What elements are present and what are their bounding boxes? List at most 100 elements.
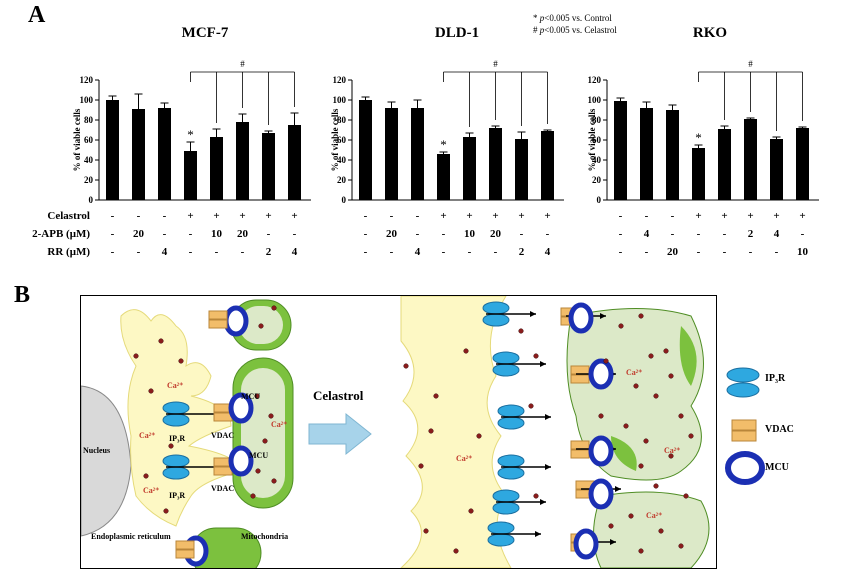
legend-ip3r-icon-2 xyxy=(726,382,760,398)
calcium-dot xyxy=(653,483,659,489)
er-shape-right xyxy=(400,296,512,568)
condition-value: + xyxy=(799,210,806,222)
calcium-dot xyxy=(663,348,669,354)
vdac-channel xyxy=(213,412,233,422)
calcium-dot xyxy=(476,433,482,439)
condition-value: - xyxy=(162,228,167,240)
ip3r-channel xyxy=(162,454,190,468)
ip3r-channel xyxy=(497,416,525,430)
condition-value: 10 xyxy=(797,246,808,258)
legend-mcu-icon xyxy=(725,451,765,485)
calcium-dot xyxy=(638,548,644,554)
condition-value: - xyxy=(363,246,368,258)
y-tick-label: 0 xyxy=(342,195,347,205)
bracket-significance-marker: # xyxy=(240,59,245,69)
condition-value: - xyxy=(774,246,779,258)
condition-value: + xyxy=(695,210,702,222)
calcium-dot xyxy=(453,548,459,554)
calcium-dot xyxy=(688,433,694,439)
ca-label-er-2: Ca²⁺ xyxy=(167,381,184,390)
ip3r-channel xyxy=(482,301,510,315)
flux-arrowhead xyxy=(535,531,541,537)
condition-value: - xyxy=(618,228,623,240)
er-label: Endoplasmic reticulum xyxy=(91,532,171,541)
ip3r-channel xyxy=(482,313,510,327)
bar xyxy=(184,151,197,200)
mcu-channel xyxy=(223,305,249,337)
bar xyxy=(288,125,301,200)
nucleus-shape xyxy=(81,385,132,537)
y-tick-label: 40 xyxy=(84,155,94,165)
calcium-dot xyxy=(528,403,534,409)
mechanism-diagram: Nucleus Endoplasmic reticulum Mitochondr… xyxy=(80,295,717,569)
condition-value: - xyxy=(493,246,498,258)
vdac-channel xyxy=(570,449,590,459)
condition-value: - xyxy=(618,246,623,258)
condition-value: 10 xyxy=(211,228,222,240)
condition-value: - xyxy=(363,210,368,222)
calcium-dot xyxy=(678,543,684,549)
y-tick-label: 20 xyxy=(337,175,347,185)
ip3r-label-lower: IP₃R xyxy=(169,491,186,500)
ip3r-channel xyxy=(162,466,190,480)
calcium-dot xyxy=(158,338,164,344)
ip3r-channel xyxy=(492,489,520,503)
y-tick-label: 80 xyxy=(337,115,347,125)
bar xyxy=(541,131,554,200)
vdac-channel xyxy=(208,310,228,320)
condition-value: - xyxy=(162,210,167,222)
control-significance-marker: * xyxy=(695,130,702,145)
condition-value: - xyxy=(467,246,472,258)
calcium-dot xyxy=(643,438,649,444)
condition-value: 4 xyxy=(643,228,650,240)
y-tick-label: 100 xyxy=(333,95,347,105)
flux-arrowhead xyxy=(600,313,606,319)
condition-value: - xyxy=(136,210,141,222)
bar xyxy=(236,122,249,200)
panel-a-letter: A xyxy=(28,2,46,28)
ip3r-channel xyxy=(492,363,520,377)
mitochondria-label: Mitochondria xyxy=(241,532,289,541)
calcium-dot xyxy=(668,453,674,459)
calcium-dot xyxy=(638,313,644,319)
celastrol-label: Celastrol xyxy=(313,388,364,403)
calcium-dot xyxy=(133,353,139,359)
calcium-dot xyxy=(608,523,614,529)
calcium-dot xyxy=(533,493,539,499)
condition-value: + xyxy=(265,210,272,222)
y-tick-label: 40 xyxy=(592,155,602,165)
condition-value: - xyxy=(545,228,550,240)
condition-value: - xyxy=(214,246,219,258)
bar xyxy=(744,119,757,200)
mcu-channel xyxy=(588,478,614,510)
legend-vdac-icon-2 xyxy=(731,430,757,442)
condition-value: 2 xyxy=(265,246,272,258)
mitochondrion-left-inner xyxy=(241,368,285,498)
bar xyxy=(614,101,627,200)
ca-label-er-right: Ca²⁺ xyxy=(456,454,473,463)
vdac-channel xyxy=(175,540,195,550)
bar xyxy=(640,108,653,200)
y-tick-label: 60 xyxy=(592,135,602,145)
calcium-dot xyxy=(271,305,277,311)
mcu-label-upper: MCU xyxy=(241,392,261,401)
condition-label-2apb: 2-APB (μM) xyxy=(32,228,90,240)
calcium-dot xyxy=(143,473,149,479)
condition-value: + xyxy=(492,210,499,222)
condition-label-celastrol: Celastrol xyxy=(47,210,90,222)
condition-value: - xyxy=(441,246,446,258)
mcu-channel xyxy=(588,435,614,467)
calcium-dot xyxy=(262,438,268,444)
calcium-dot xyxy=(178,358,184,364)
condition-value: + xyxy=(213,210,220,222)
condition-value: - xyxy=(389,210,394,222)
calcium-dot xyxy=(658,528,664,534)
condition-value: 20 xyxy=(237,228,248,240)
mcu-channel xyxy=(573,528,599,560)
calcium-dot xyxy=(648,353,654,359)
legend-icons xyxy=(725,367,765,485)
significance-line-2: # p<0.005 vs. Celastrol xyxy=(533,25,617,35)
calcium-dot xyxy=(463,348,469,354)
condition-value: - xyxy=(696,228,701,240)
calcium-dot xyxy=(653,393,659,399)
